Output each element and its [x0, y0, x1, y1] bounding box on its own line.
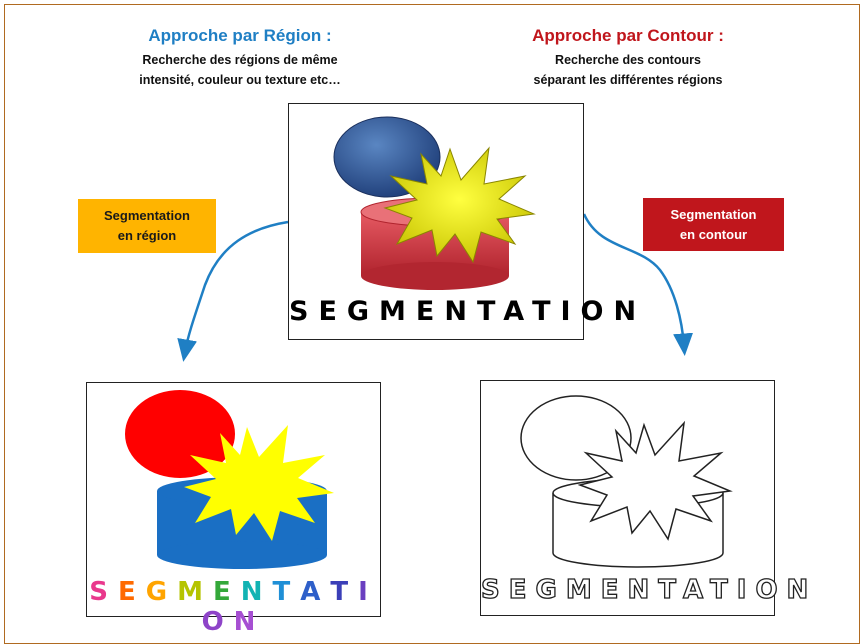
region-approach-title: Approche par Région :: [148, 26, 332, 45]
region-tag-line2: en région: [117, 228, 177, 243]
region-result-image: SEGMENTATION: [86, 382, 381, 637]
region-description-line1: Recherche des régions de même: [142, 53, 338, 67]
contour-segmentation-tag: Segmentation en contour: [643, 198, 784, 251]
original-image: SEGMENTATION: [288, 103, 647, 340]
contour-tag-line1: Segmentation: [670, 206, 757, 222]
yellow-star: [383, 146, 536, 264]
region-tag-line1: Segmentation: [104, 208, 190, 223]
region-word-letter: N: [233, 607, 266, 637]
region-word-letter: E: [212, 577, 241, 607]
red-region-ellipse: [125, 390, 235, 478]
region-description-line2: intensité, couleur ou texture etc…: [139, 73, 341, 87]
original-word: SEGMENTATION: [289, 296, 647, 327]
contour-approach-description: Recherche des contours séparant les diff…: [478, 50, 778, 90]
region-word: SEGMENTATION: [87, 577, 380, 637]
region-segmentation-tag: Segmentation en région: [78, 199, 216, 253]
region-shapes: [125, 390, 334, 569]
blue-ellipse: [333, 116, 441, 198]
region-word-letter: T: [272, 577, 301, 607]
contour-shapes: [520, 395, 733, 568]
region-word-letter: E: [117, 577, 146, 607]
contour-description-line1: Recherche des contours: [555, 53, 701, 67]
region-word-letter: T: [330, 577, 359, 607]
region-word-letter: I: [358, 577, 378, 607]
region-word-letter: O: [201, 607, 234, 637]
contour-result-image: SEGMENTATION: [480, 380, 818, 616]
yellow-region-star: [184, 425, 334, 541]
region-approach-description: Recherche des régions de même intensité,…: [90, 50, 390, 90]
region-word-letter: S: [89, 577, 118, 607]
contour-ellipse: [520, 395, 632, 481]
original-shapes: [333, 116, 536, 290]
region-word-letter: M: [177, 577, 213, 607]
region-word-letter: A: [300, 577, 331, 607]
region-word-letter: N: [240, 577, 273, 607]
contour-star: [577, 420, 733, 541]
region-word-letter: G: [145, 577, 178, 607]
contour-word: SEGMENTATION: [480, 574, 818, 605]
contour-tag-line2: en contour: [679, 226, 748, 242]
contour-description-line2: séparant les différentes régions: [533, 73, 723, 87]
contour-approach-title: Approche par Contour :: [532, 26, 724, 45]
